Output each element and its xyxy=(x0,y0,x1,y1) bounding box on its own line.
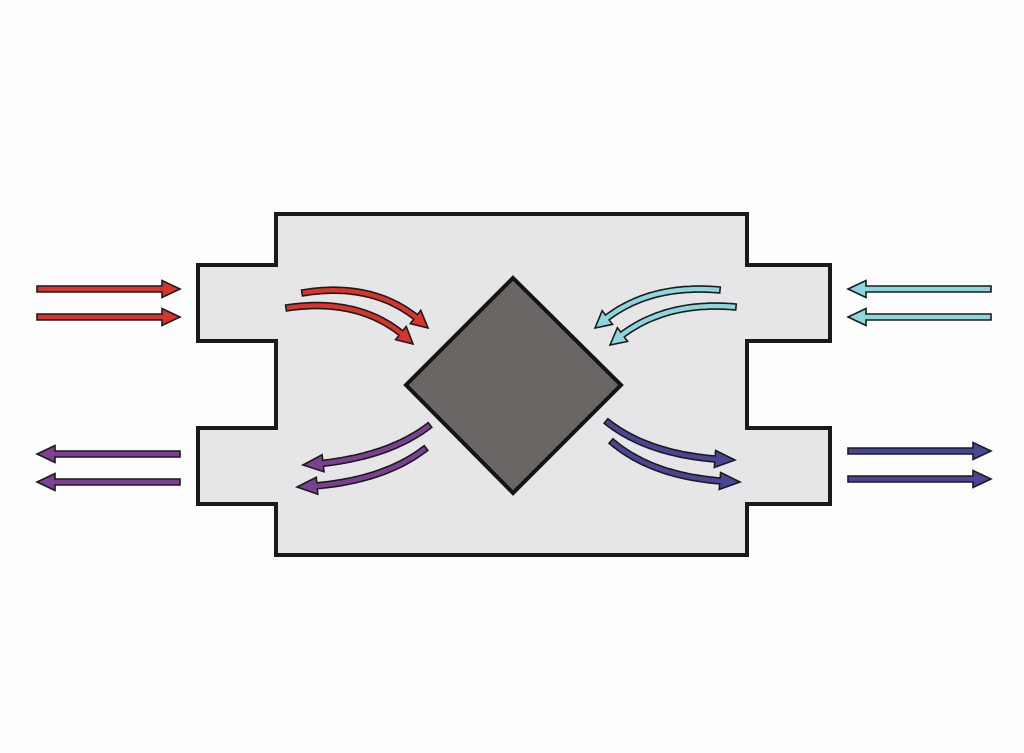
heat-exchanger-core xyxy=(403,275,624,496)
curved-flow-arrow xyxy=(300,286,430,330)
curved-flow-arrow xyxy=(608,302,738,347)
curved-flow-arrow xyxy=(300,421,433,473)
inlet-arrow-bottom xyxy=(846,307,992,327)
curved-flow-arrow xyxy=(607,437,743,491)
outlet-arrow-top xyxy=(847,441,993,461)
outdoor-air-inlet-arrows xyxy=(36,279,182,327)
curved-flow-arrow xyxy=(284,301,415,346)
indoor-air-flow-arrows xyxy=(593,285,738,347)
curved-flow-arrow xyxy=(593,285,722,330)
supply-air-flow-arrows xyxy=(602,417,743,491)
curved-flow-arrow xyxy=(294,444,429,496)
inlet-arrow-bottom xyxy=(36,307,182,327)
outlet-arrow-bottom xyxy=(35,472,181,492)
inlet-arrow-top xyxy=(36,279,182,299)
outdoor-air-flow-arrows xyxy=(284,286,430,346)
inlet-arrow-top xyxy=(846,279,992,299)
outlet-arrow-top xyxy=(35,444,181,464)
exhaust-air-flow-arrows xyxy=(294,421,433,496)
curved-flow-arrow xyxy=(602,417,738,469)
supply-air-outlet-arrows xyxy=(847,441,993,489)
outlet-arrow-bottom xyxy=(847,469,993,489)
indoor-air-inlet-arrows xyxy=(846,279,992,327)
exhaust-air-outlet-arrows xyxy=(35,444,181,492)
